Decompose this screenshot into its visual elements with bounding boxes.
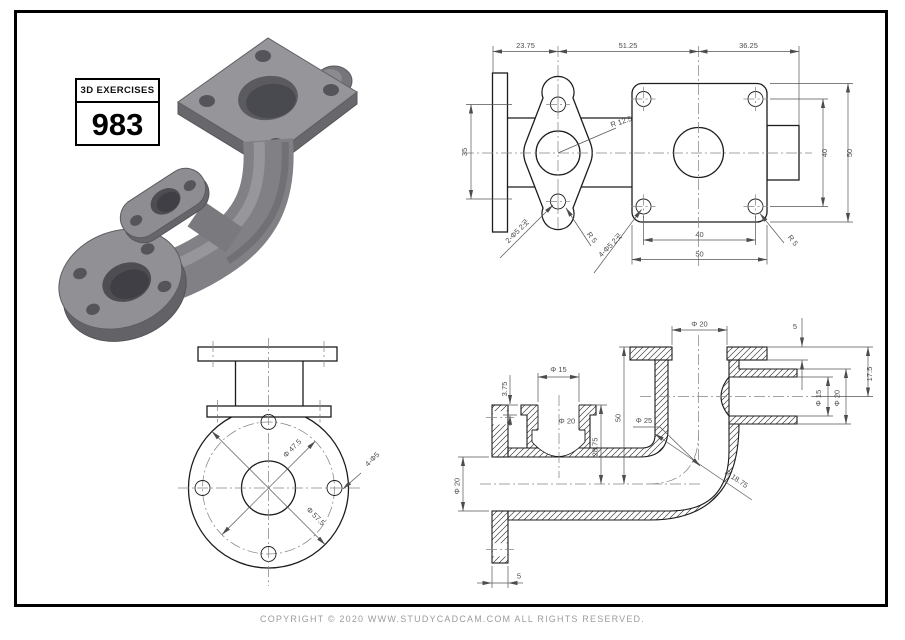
dim-section-top-opening: Φ 20	[691, 320, 707, 329]
dim-front-hub-radius: R 12.5	[609, 114, 633, 129]
section-view: Φ 15 3.75 Φ 20 28.75 50 Φ 25 Φ 20 5 17.5…	[453, 318, 874, 588]
iso-view	[58, 37, 358, 342]
dim-section-top-thickness: 5	[793, 322, 797, 331]
dim-front-top-mid: 51.25	[619, 41, 638, 50]
exercise-badge: 3D EXERCISES 983	[75, 78, 160, 146]
badge-number: 983	[91, 106, 144, 142]
copyright-text: COPYRIGHT © 2020 WWW.STUDYCADCAM.COM ALL…	[260, 614, 645, 624]
dim-section-overall-height: 50	[614, 414, 623, 422]
label-bottom-holes: 4-Φ5	[363, 450, 381, 468]
dim-section-stub-bore: Φ 15	[814, 390, 823, 406]
dim-section-left-bore: Φ 20	[453, 478, 462, 494]
drawing-frame	[14, 10, 888, 607]
dim-section-stub-offset: 17.5	[865, 367, 874, 382]
dim-front-lobe-radius: R 5	[585, 230, 599, 245]
dim-front-bottom-bolt: 40	[695, 230, 703, 239]
dim-front-right-bolt: 40	[820, 149, 829, 157]
dim-front-top-left: 23.75	[516, 41, 535, 50]
front-geometry	[491, 72, 800, 233]
dim-section-nozzle-cbore: Φ 20	[559, 417, 575, 426]
dim-section-lip-height: 28.75	[591, 438, 600, 457]
dim-front-right-overall: 50	[845, 149, 854, 157]
dim-front-height: 35	[460, 148, 469, 156]
dim-section-nozzle-bore: Φ 15	[550, 365, 566, 374]
dim-section-main-bore: Φ 25	[636, 416, 652, 425]
dim-section-left-thickness: 5	[517, 572, 521, 581]
badge-title: 3D EXERCISES	[77, 80, 158, 103]
label-front-square-holes: 4-Φ5 2곳	[596, 231, 624, 259]
bottom-view: Φ 47.5 Φ 57.5 4-Φ5	[178, 338, 381, 586]
dim-front-top-right: 36.25	[739, 41, 758, 50]
dim-front-bottom-overall: 50	[695, 250, 703, 259]
section-geometry	[491, 346, 798, 564]
front-view: 23.75 51.25 36.25 35 40 50 40 50 R 12.5 …	[460, 41, 854, 274]
dim-section-nozzle-step: 3.75	[500, 382, 509, 397]
dim-section-stub-od: Φ 20	[833, 390, 842, 406]
front-centerlines	[463, 46, 812, 268]
dim-front-corner-radius: R 5	[786, 233, 800, 248]
section-centerlines	[480, 335, 812, 550]
